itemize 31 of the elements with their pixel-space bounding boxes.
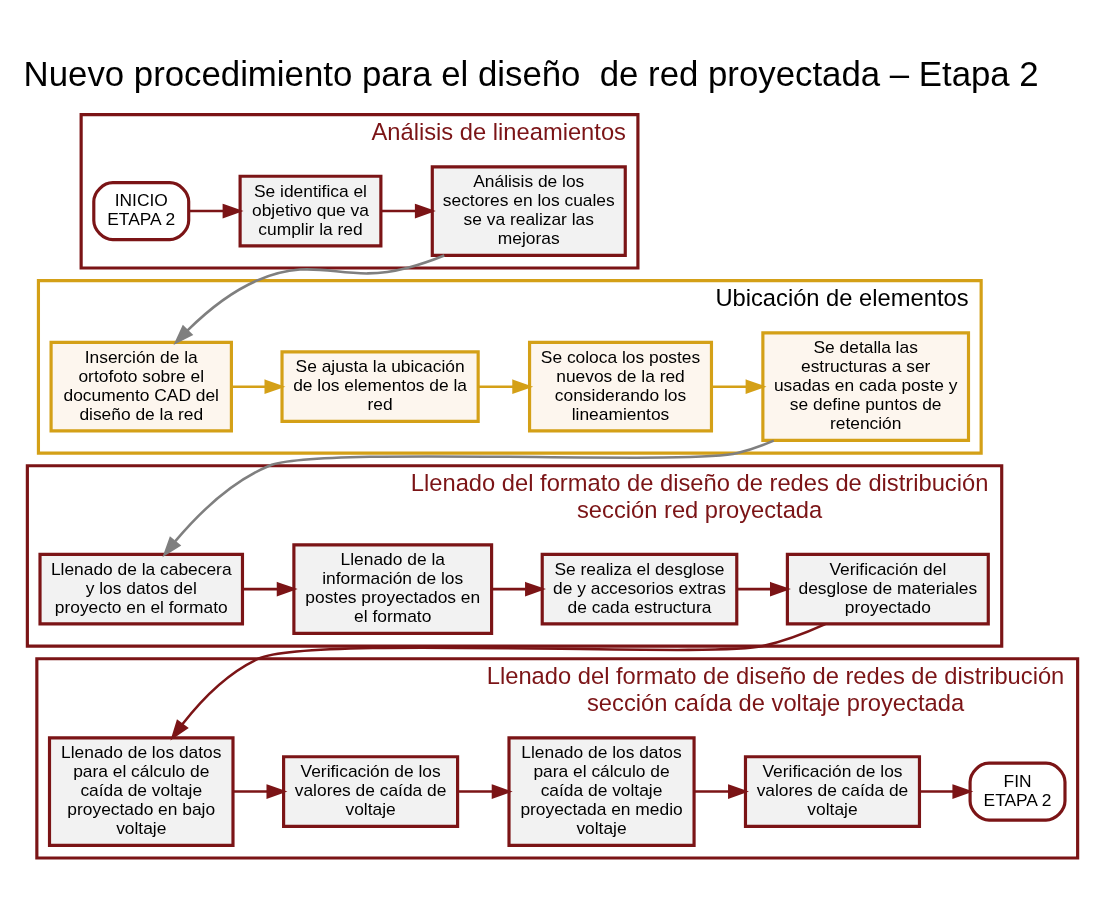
node-box: Llenado de los datos para el cálculo de caída de voltaje proyectado en bajo voltaje (47, 736, 235, 847)
node-box: Se detalla las estructuras a ser usadas en cada poste y se define puntos de retención (761, 331, 971, 442)
arrow (711, 379, 767, 394)
arrow (188, 203, 244, 219)
arrow (233, 784, 288, 799)
arrow (478, 379, 534, 394)
arrow (694, 784, 749, 799)
arrow (457, 784, 513, 799)
diagram-title: Nuevo procedimiento para el diseño de red proyectada – Etapa 2 (23, 54, 1039, 93)
arrow (242, 581, 298, 597)
arrow (173, 254, 445, 345)
node-box: Llenado de los datos para el cálculo de caída de voltaje proyectada en medio voltaje (507, 736, 696, 847)
node-box: Se coloca los postes nuevos de la red considerando los lineamientos (527, 340, 714, 433)
arrow (737, 581, 791, 597)
node-box: Verificación de los valores de caída de voltaje (282, 755, 460, 828)
node-box: Se realiza el desglose de y accesorios extras de cada estructura (540, 552, 739, 626)
node-box: Se ajusta la ubicación de los elementos de la red (280, 350, 480, 424)
arrow (492, 581, 546, 597)
node-box: Análisis de los sectores en los cuales se va realizar las mejoras (430, 165, 627, 257)
node-box: FIN ETAPA 2 (968, 761, 1067, 822)
node-box: Verificación del desglose de materiales proyectado (785, 552, 990, 626)
node-box: Verificación de los valores de caída de voltaje (743, 755, 922, 828)
arrow (381, 203, 436, 219)
node-box: Llenado de la información de los postes proyectados en el formato (292, 543, 494, 635)
arrow (231, 379, 286, 394)
node-box: Inserción de la ortofoto sobre el documento CAD del diseño de la red (49, 340, 233, 433)
arrow (162, 439, 775, 558)
node-box: Se identifica el objetivo que va cumplir la red (238, 174, 383, 248)
node-box: Llenado de la cabecera y los datos del proyecto en el formato (38, 552, 245, 626)
node-box: INICIO ETAPA 2 (92, 181, 191, 242)
arrow (919, 784, 974, 799)
